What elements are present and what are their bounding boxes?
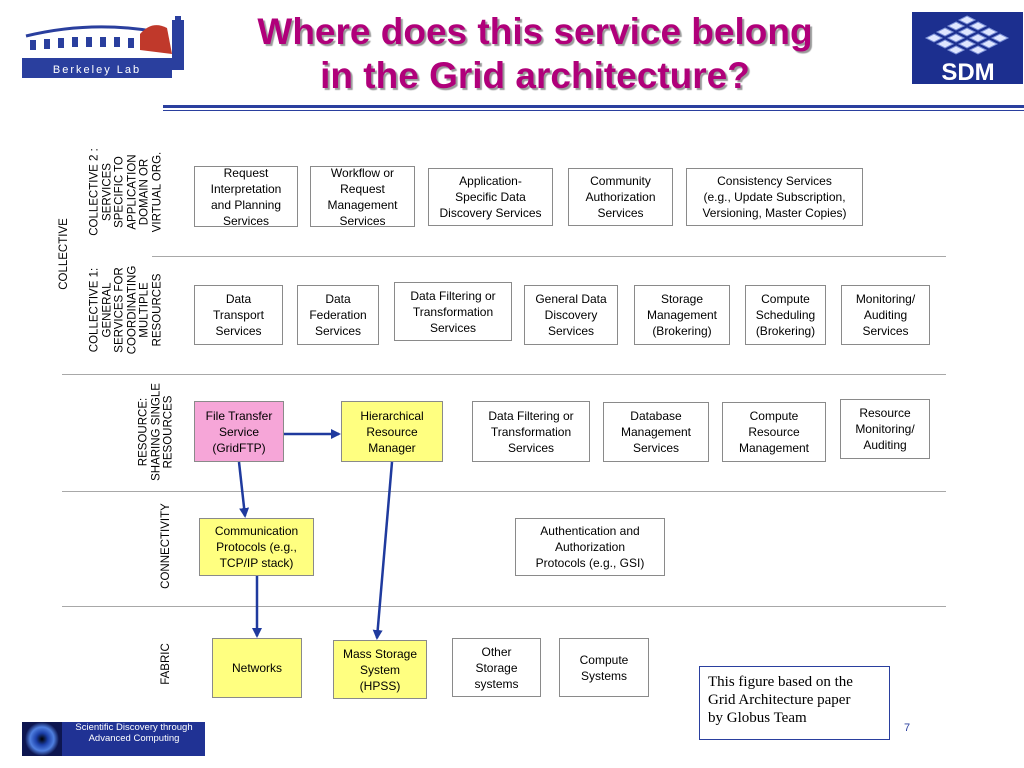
slide-title: Where does this service belong in the Gr… bbox=[257, 11, 813, 96]
box-r-data-filtering: Data Filtering or Transformation Service… bbox=[472, 401, 590, 462]
layer-label-collective: COLLECTIVE bbox=[57, 218, 70, 290]
box-monitoring-auditing: Monitoring/ Auditing Services bbox=[841, 285, 930, 345]
box-c1-data-filtering: Data Filtering or Transformation Service… bbox=[394, 282, 512, 341]
box-communication-protocols: Communication Protocols (e.g., TCP/IP st… bbox=[199, 518, 314, 576]
sdm-text: SDM bbox=[941, 59, 994, 84]
box-app-data-discovery: Application- Specific Data Discovery Ser… bbox=[428, 168, 553, 226]
box-data-federation: Data Federation Services bbox=[297, 285, 379, 345]
box-other-storage: Other Storage systems bbox=[452, 638, 541, 697]
arrow-gridftp-to-protocols bbox=[237, 461, 250, 518]
box-compute-resource-management: Compute Resource Management bbox=[722, 402, 826, 462]
title-rule-thin bbox=[163, 110, 1024, 111]
box-database-management: Database Management Services bbox=[603, 402, 709, 462]
layer-label-resource: RESOURCE: SHARING SINGLE RESOURCES bbox=[137, 383, 175, 481]
box-general-data-discovery: General Data Discovery Services bbox=[524, 285, 618, 345]
layer-label-collective-1: COLLECTIVE 1: GENERAL SERVICES FOR COORD… bbox=[88, 265, 164, 355]
box-data-transport: Data Transport Services bbox=[194, 285, 283, 345]
box-networks: Networks bbox=[212, 638, 302, 698]
scidac-text: Scientific Discovery through Advanced Co… bbox=[75, 722, 193, 744]
box-compute-systems: Compute Systems bbox=[559, 638, 649, 697]
arrow-hrm-to-mass-storage bbox=[372, 461, 394, 640]
separator-resource bbox=[62, 374, 946, 375]
layer-label-collective-2: COLLECTIVE 2 : SERVICES SPECIFIC TO APPL… bbox=[88, 148, 164, 236]
box-compute-scheduling: Compute Scheduling (Brokering) bbox=[745, 285, 826, 345]
sdm-logo: SDM bbox=[912, 12, 1023, 86]
layer-label-fabric: FABRIC bbox=[159, 643, 172, 685]
box-resource-monitoring: Resource Monitoring/ Auditing bbox=[840, 399, 930, 459]
berkeley-lab-text: Berkeley Lab bbox=[53, 64, 141, 76]
layer-label-connectivity: CONNECTIVITY bbox=[159, 503, 172, 589]
box-mass-storage-hpss: Mass Storage System (HPSS) bbox=[333, 640, 427, 699]
box-file-transfer-gridftp: File Transfer Service (GridFTP) bbox=[194, 401, 284, 462]
attribution-note: This figure based on the Grid Architectu… bbox=[699, 666, 890, 740]
berkeley-lab-logo: Berkeley Lab bbox=[22, 14, 202, 80]
scidac-logo: Scientific Discovery through Advanced Co… bbox=[22, 722, 205, 756]
box-consistency-services: Consistency Services (e.g., Update Subsc… bbox=[686, 168, 863, 226]
box-request-interpretation: Request Interpretation and Planning Serv… bbox=[194, 166, 298, 228]
box-hierarchical-resource-manager: Hierarchical Resource Manager bbox=[341, 401, 443, 462]
box-storage-management: Storage Management (Brokering) bbox=[634, 285, 730, 345]
separator-collective bbox=[152, 256, 946, 257]
box-authentication-protocols: Authentication and Authorization Protoco… bbox=[515, 518, 665, 576]
box-workflow-management: Workflow or Request Management Services bbox=[310, 166, 415, 228]
separator-connectivity bbox=[62, 491, 946, 492]
separator-fabric bbox=[62, 606, 946, 607]
box-community-authorization: Community Authorization Services bbox=[568, 168, 673, 226]
title-rule-thick bbox=[163, 105, 1024, 108]
page-number: 7 bbox=[904, 722, 911, 734]
